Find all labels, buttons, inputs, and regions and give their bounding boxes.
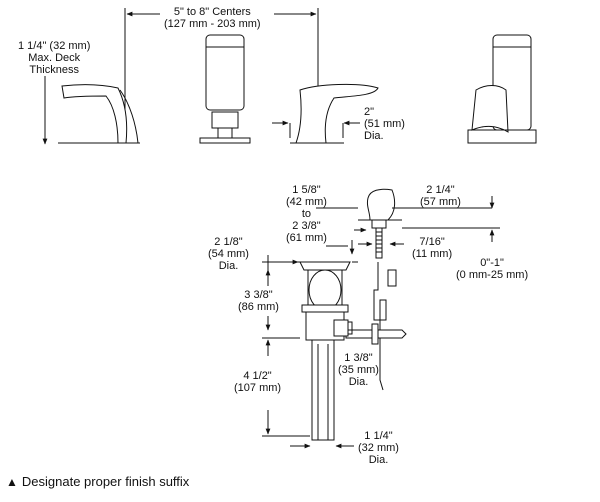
right-spout xyxy=(295,83,379,144)
centers-label: 5" to 8" Centers (127 mm - 203 mm) xyxy=(164,6,261,30)
triangle-icon: ▲ xyxy=(6,475,18,489)
nut-dia-label: 1 3/8" (35 mm) Dia. xyxy=(338,352,379,388)
footnote: ▲Designate proper finish suffix xyxy=(6,474,189,489)
valve-cylinder xyxy=(205,34,245,111)
drain-flange xyxy=(299,261,351,271)
drain-top-dia-label: 2 1/8" (54 mm) Dia. xyxy=(208,236,249,272)
left-spout xyxy=(61,84,128,144)
height-a-label: 1 5/8" (42 mm) to 2 3/8" (61 mm) xyxy=(286,184,327,244)
deck-range-label: 0"-1" (0 mm-25 mm) xyxy=(456,257,529,281)
side-handle xyxy=(366,188,396,221)
tailpiece-label: 7/16" (11 mm) xyxy=(412,236,453,260)
deck-thickness-label: 1 1/4" (32 mm) Max. Deck Thickness xyxy=(18,40,91,76)
lever-label: 2 1/4" (57 mm) xyxy=(420,184,461,208)
tail-dia-label: 1 1/4" (32 mm) Dia. xyxy=(358,430,399,466)
footnote-text: Designate proper finish suffix xyxy=(21,474,190,489)
tail-length-label: 4 1/2" (107 mm) xyxy=(234,370,282,394)
drain-body-label: 3 3/8" (86 mm) xyxy=(238,289,279,313)
spout-dia-label: 2" (51 mm) Dia. xyxy=(364,106,405,142)
drain-tailpiece xyxy=(311,340,335,441)
